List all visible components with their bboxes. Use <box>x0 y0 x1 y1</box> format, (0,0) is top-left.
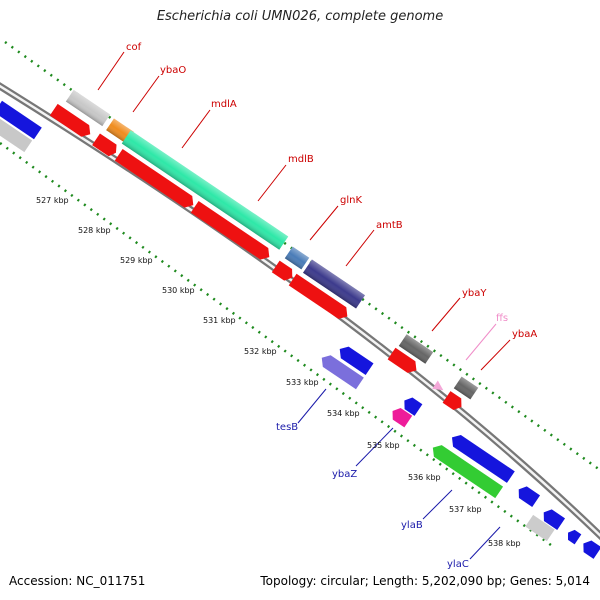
gene-label: mdlB <box>288 154 314 165</box>
tick-label: 527 kbp <box>36 196 69 205</box>
gene-label: ylaB <box>401 520 423 531</box>
leader-lines <box>97 51 511 560</box>
gene-ybaY[interactable] <box>398 334 434 364</box>
tick-label: 536 kbp <box>408 473 441 482</box>
tick-label: 533 kbp <box>286 378 319 387</box>
scale-labels: 527 kbp 528 kbp 529 kbp 530 kbp 531 kbp … <box>36 196 521 548</box>
gene-label: glnK <box>340 195 362 206</box>
forward-cds <box>49 103 462 411</box>
gene-left-blue[interactable] <box>0 100 42 140</box>
gene-ffs[interactable] <box>432 380 446 394</box>
gene-label: amtB <box>376 220 403 231</box>
gene-tesB[interactable] <box>318 352 364 390</box>
tick-label: 538 kbp <box>488 539 521 548</box>
gene-label: ylaC <box>447 559 469 570</box>
gene-ylaC[interactable] <box>525 514 555 542</box>
gene-label: tesB <box>276 422 298 433</box>
gene-ybaA[interactable] <box>453 376 479 400</box>
forward-gene-labels: cof ybaO mdlA mdlB glnK amtB ybaY ffs yb… <box>126 42 537 340</box>
tick-label: 531 kbp <box>203 316 236 325</box>
gene-ybaZ[interactable] <box>389 405 413 428</box>
gene-glnK[interactable] <box>284 246 310 270</box>
gene-cof[interactable] <box>65 89 111 127</box>
gene-label: ffs <box>496 313 508 324</box>
gene-label: mdlA <box>211 99 237 110</box>
gene-label: cof <box>126 42 142 53</box>
genome-summary: Topology: circular; Length: 5,202,090 bp… <box>260 574 590 588</box>
gene-label: ybaA <box>512 329 537 340</box>
map-title: Escherichia coli UMN026, complete genome <box>156 9 444 24</box>
accession-label: Accession: NC_011751 <box>9 574 146 588</box>
gene-mdlA[interactable] <box>121 130 289 250</box>
tick-label: 537 kbp <box>449 505 482 514</box>
tick-label: 529 kbp <box>120 256 153 265</box>
reverse-genes <box>0 100 600 559</box>
gene-label: ybaO <box>160 65 186 76</box>
gene-ylaB[interactable] <box>429 442 504 499</box>
gene-label: ybaZ <box>332 469 357 480</box>
gene-label: ybaY <box>462 288 487 299</box>
tick-label: 530 kbp <box>162 286 195 295</box>
gene-amtB[interactable] <box>302 259 366 309</box>
tick-label: 532 kbp <box>244 347 277 356</box>
reverse-gene-labels: tesB ybaZ ylaB ylaC <box>276 422 469 570</box>
tick-label: 528 kbp <box>78 226 111 235</box>
tick-label: 534 kbp <box>327 409 360 418</box>
tick-ring-inner <box>0 141 556 550</box>
tick-label: 535 kbp <box>367 441 400 450</box>
forward-genes <box>65 89 479 400</box>
